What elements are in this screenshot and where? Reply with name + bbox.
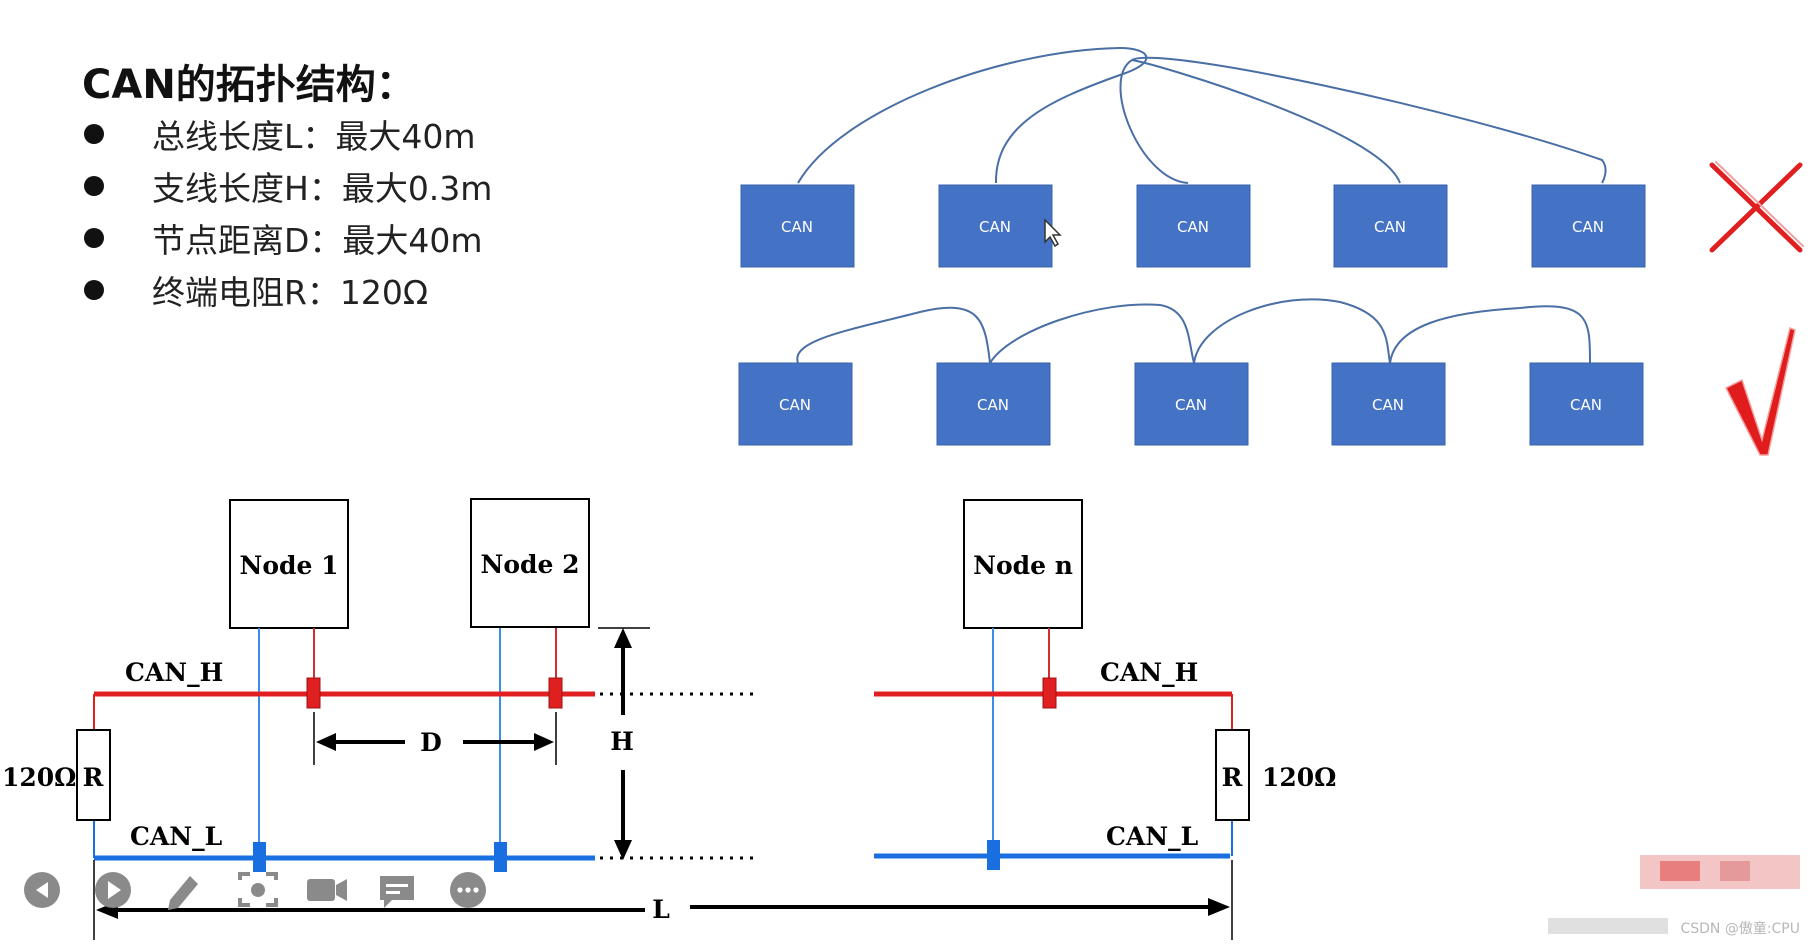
can-label: CAN	[781, 218, 813, 236]
bullet-dot	[84, 176, 104, 196]
can-label: CAN	[1374, 218, 1406, 236]
can-label: CAN	[1572, 218, 1604, 236]
can-box: CAN	[1134, 362, 1249, 446]
wrong-topology: CAN CAN CAN CAN CAN	[740, 46, 1804, 268]
can-label: CAN	[1372, 396, 1404, 414]
slide-title: CAN的拓扑结构：	[82, 62, 416, 108]
watermark: CSDN @傲童:CPU	[1680, 921, 1800, 937]
correct-wire	[989, 303, 1195, 364]
l-label: L	[652, 895, 670, 924]
node-box: Node 1	[229, 499, 349, 629]
spec-text: 支线长度H：最大0.3m	[152, 169, 493, 208]
can-label: CAN	[979, 218, 1011, 236]
d-label: D	[420, 728, 442, 757]
can-l-label: CAN_L	[130, 822, 223, 851]
can-l-connector	[253, 842, 266, 872]
player-toolbar	[24, 872, 486, 910]
can-h-connector	[1042, 677, 1057, 709]
spec-item: 终端电阻R：120Ω	[84, 264, 492, 316]
can-label: CAN	[977, 396, 1009, 414]
wrong-wire	[797, 46, 1148, 184]
can-h-label: CAN_H	[125, 658, 223, 687]
blurred-overlay	[1548, 855, 1800, 934]
node-box: Node n	[963, 499, 1083, 629]
play-icon[interactable]	[95, 872, 131, 908]
spec-item: 支线长度H：最大0.3m	[84, 160, 492, 212]
can-box: CAN	[740, 184, 855, 268]
node-label: Node 1	[239, 551, 338, 580]
camera-icon[interactable]	[307, 879, 347, 901]
can-label: CAN	[1175, 396, 1207, 414]
correct-wire	[796, 306, 991, 364]
mouse-cursor-icon	[1044, 218, 1062, 248]
can-h-connector	[306, 677, 321, 709]
correct-wire	[1389, 305, 1591, 364]
spec-item: 总线长度L：最大40m	[84, 108, 492, 160]
can-label: CAN	[779, 396, 811, 414]
can-h-connector	[548, 677, 563, 709]
wrong-mark-icon	[1709, 161, 1804, 253]
h-label: H	[610, 727, 634, 756]
d-arrow-head	[534, 733, 554, 751]
can-box: CAN	[1531, 184, 1646, 268]
right-resistor	[1215, 729, 1250, 821]
pen-icon[interactable]	[168, 876, 198, 910]
h-arrow-head	[614, 628, 632, 648]
spec-list: 总线长度L：最大40m 支线长度H：最大0.3m 节点距离D：最大40m 终端电…	[84, 108, 492, 316]
resistance-label: 120Ω	[2, 763, 76, 792]
resistor-label: R	[83, 763, 104, 792]
spec-text: 终端电阻R：120Ω	[152, 273, 429, 312]
correct-mark-icon	[1724, 326, 1796, 456]
node-box: Node 2	[470, 498, 590, 628]
spec-text: 总线长度L：最大40m	[152, 117, 476, 156]
can-box: CAN	[1136, 184, 1251, 268]
resistor-label: R	[1222, 763, 1243, 792]
bullet-dot	[84, 280, 104, 300]
bullet-dot	[84, 124, 104, 144]
can-h-label: CAN_H	[1100, 658, 1198, 687]
wrong-wire	[1131, 59, 1401, 184]
node-label: Node 2	[480, 550, 579, 579]
node-label: Node n	[973, 551, 1073, 580]
comment-icon[interactable]	[380, 876, 414, 908]
d-arrow-head	[316, 733, 336, 751]
can-l-connector	[987, 840, 1000, 870]
spec-text: 节点距离D：最大40m	[152, 221, 483, 260]
more-icon[interactable]	[450, 872, 486, 908]
can-box: CAN	[936, 362, 1051, 446]
left-resistor	[76, 729, 111, 821]
can-box: CAN	[1331, 362, 1446, 446]
prev-icon[interactable]	[24, 872, 60, 908]
can-box: CAN	[738, 362, 853, 446]
can-box: CAN	[938, 184, 1053, 268]
can-label: CAN	[1177, 218, 1209, 236]
can-l-label: CAN_L	[1106, 822, 1199, 851]
correct-topology: CAN CAN CAN CAN CAN	[738, 298, 1796, 456]
can-l-connector	[494, 842, 507, 872]
bullet-dot	[84, 228, 104, 248]
correct-wire	[1193, 298, 1391, 364]
wrong-wire	[1131, 56, 1607, 184]
l-arrow-head	[1208, 898, 1230, 916]
can-label: CAN	[1570, 396, 1602, 414]
spec-item: 节点距离D：最大40m	[84, 212, 492, 264]
can-box: CAN	[1333, 184, 1448, 268]
wrong-wire	[1119, 59, 1189, 184]
bus-schematic: Node 1 Node 2 Node n	[2, 498, 1336, 940]
screenshot-icon[interactable]	[238, 872, 278, 907]
resistance-label: 120Ω	[1262, 763, 1336, 792]
h-arrow-head	[614, 840, 632, 860]
can-box: CAN	[1529, 362, 1644, 446]
